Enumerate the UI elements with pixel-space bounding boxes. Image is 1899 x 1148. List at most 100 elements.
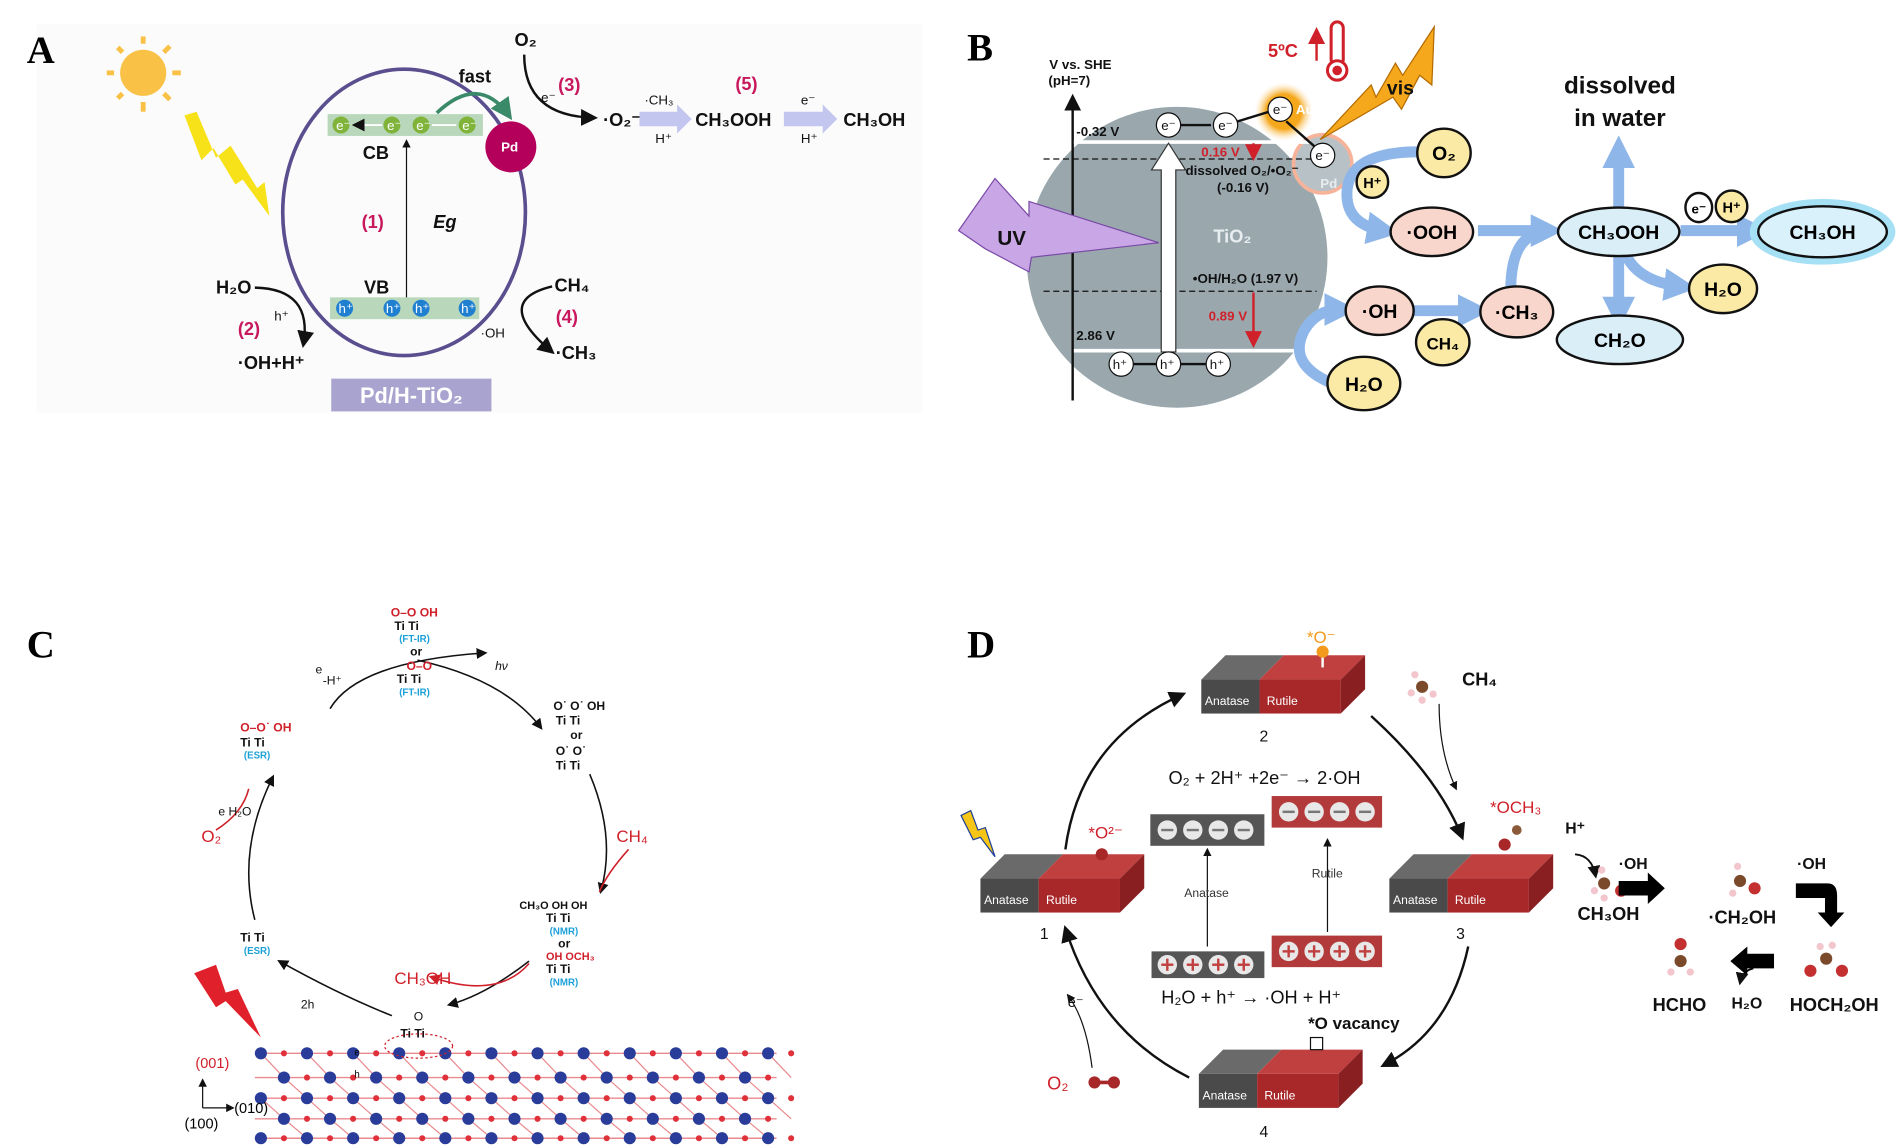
- conduction-band: [327, 114, 483, 136]
- ch3ooh-label: CH₃OOH: [695, 110, 771, 130]
- species-ch4: CH₄: [1426, 335, 1459, 354]
- o-atom: [465, 1095, 472, 1102]
- reduction-equation: O₂ + 2H⁺ +2e⁻ → 2·OH: [1169, 768, 1361, 788]
- lattice-electron: e: [354, 1048, 359, 1059]
- species-ch3oh: CH₃OH: [1789, 222, 1855, 244]
- step-2: (2): [238, 319, 260, 339]
- species: Ti Ti: [546, 911, 570, 925]
- uv-bolt-icon: [957, 177, 1159, 273]
- o2-couple: dissolved O₂/•O₂⁻: [1186, 163, 1299, 178]
- o-atom: [280, 1135, 287, 1142]
- o-atom: [672, 1074, 679, 1081]
- ti-atom: [554, 1112, 567, 1125]
- o-atom: [626, 1115, 633, 1122]
- o2-label: O₂: [1047, 1074, 1068, 1094]
- methane-molecule-icon: [1407, 671, 1437, 704]
- thermometer-icon: [1325, 20, 1349, 82]
- hole: h⁺: [339, 301, 353, 316]
- panel-label: D: [967, 624, 995, 667]
- o-atom: [788, 1095, 795, 1102]
- ti-atom: [393, 1132, 406, 1145]
- ti-atom: [623, 1132, 636, 1145]
- proton-label: H⁺: [655, 131, 672, 146]
- species: Ti Ti: [556, 713, 580, 727]
- light-bolt-icon: [194, 964, 261, 1038]
- reaction-arrow: [1795, 883, 1845, 928]
- step-5: (5): [735, 74, 757, 94]
- electron: e⁻: [336, 118, 350, 133]
- o-atom: [465, 1135, 472, 1142]
- nmr-label: (NMR): [550, 977, 579, 988]
- electron-label: e: [315, 663, 322, 677]
- ti-atom: [277, 1112, 291, 1125]
- o-atom: [742, 1050, 749, 1057]
- methyl-radical-label: ·CH₃: [556, 343, 597, 363]
- o-atom: [350, 1074, 357, 1081]
- vis-label: vis: [1387, 78, 1414, 100]
- species-o2: O₂: [1432, 143, 1456, 165]
- catalyst-label-box: [331, 378, 492, 412]
- axis-title: V vs. SHE: [1049, 57, 1111, 72]
- o-atom: [603, 1095, 610, 1102]
- valence-band: [330, 297, 480, 320]
- species: O–O: [406, 659, 432, 673]
- ti-atom: [323, 1112, 337, 1125]
- ti-atom: [692, 1112, 705, 1125]
- ti-atom: [462, 1112, 475, 1125]
- state-number: 2: [1260, 728, 1269, 745]
- methoxy-adatom: [1498, 838, 1511, 851]
- ti-atom: [416, 1071, 429, 1084]
- species: Ti Ti: [546, 962, 570, 976]
- ti-atom: [323, 1071, 337, 1084]
- species-oh: ·OH: [1362, 301, 1398, 323]
- o-atom: [350, 1115, 357, 1122]
- species: Ti Ti: [556, 758, 580, 772]
- electrons: e⁻ e⁻ e⁻ e⁻: [1155, 96, 1336, 169]
- ti-atom: [531, 1047, 544, 1060]
- methyl-label: ·CH₃: [644, 92, 673, 107]
- light-bolt-icon: [184, 111, 270, 217]
- electrons: e⁻ e⁻ e⁻ e⁻: [332, 116, 477, 134]
- hole: h⁺: [1160, 357, 1174, 372]
- electron-water-label: e H₂O: [218, 804, 251, 818]
- ti-atom: [577, 1092, 590, 1105]
- species-electron: e⁻: [1692, 202, 1706, 217]
- ti-atom: [277, 1071, 291, 1084]
- o-atom: [649, 1135, 656, 1142]
- o-atom: [442, 1074, 449, 1081]
- anatase-arrow-label: Anatase: [1184, 886, 1229, 900]
- deprotonation-label: -H⁺: [323, 673, 342, 687]
- active-site-marker: [384, 1033, 454, 1059]
- ti-atom: [300, 1132, 314, 1145]
- cb-potential: -0.32 V: [1076, 124, 1119, 139]
- ti-atom: [715, 1092, 729, 1105]
- och3-label: *OCH₃: [1490, 798, 1541, 817]
- ch3oh-label: CH₃OH: [843, 110, 905, 130]
- species: O₂ H⁺ ·OOH CH₃OOH e⁻ H⁺ CH₃OH H₂O CH₂O ·…: [1326, 127, 1896, 412]
- o-atom: [557, 1135, 564, 1142]
- ti-atom: [669, 1047, 682, 1060]
- or-label: or: [410, 644, 422, 658]
- o-atom: [695, 1135, 702, 1142]
- o-atom: [603, 1135, 610, 1142]
- step-1: (1): [362, 212, 384, 232]
- hole: h⁺: [1113, 357, 1127, 372]
- species-h2o: H₂O: [1345, 374, 1383, 396]
- holes: h⁺ h⁺ h⁺: [1108, 351, 1232, 377]
- o-atom: [695, 1095, 702, 1102]
- o-atom: [280, 1050, 287, 1057]
- species-ch3ooh: CH₃OOH: [1578, 222, 1659, 244]
- pd-label: Pd: [1320, 176, 1337, 191]
- dissolved-label-line2: in water: [1574, 105, 1666, 132]
- oxygen-molecule-icon: [1088, 1076, 1120, 1089]
- rutile-label: Rutile: [1455, 893, 1486, 907]
- water-release-arrow: [1735, 967, 1754, 986]
- electron-label: e⁻: [541, 90, 555, 105]
- ti-atom: [485, 1047, 498, 1060]
- tio2-lattice: [254, 1047, 795, 1145]
- o-atom: [672, 1115, 679, 1122]
- o-atom: [742, 1095, 749, 1102]
- superoxide-label: ·O₂⁻: [603, 110, 641, 130]
